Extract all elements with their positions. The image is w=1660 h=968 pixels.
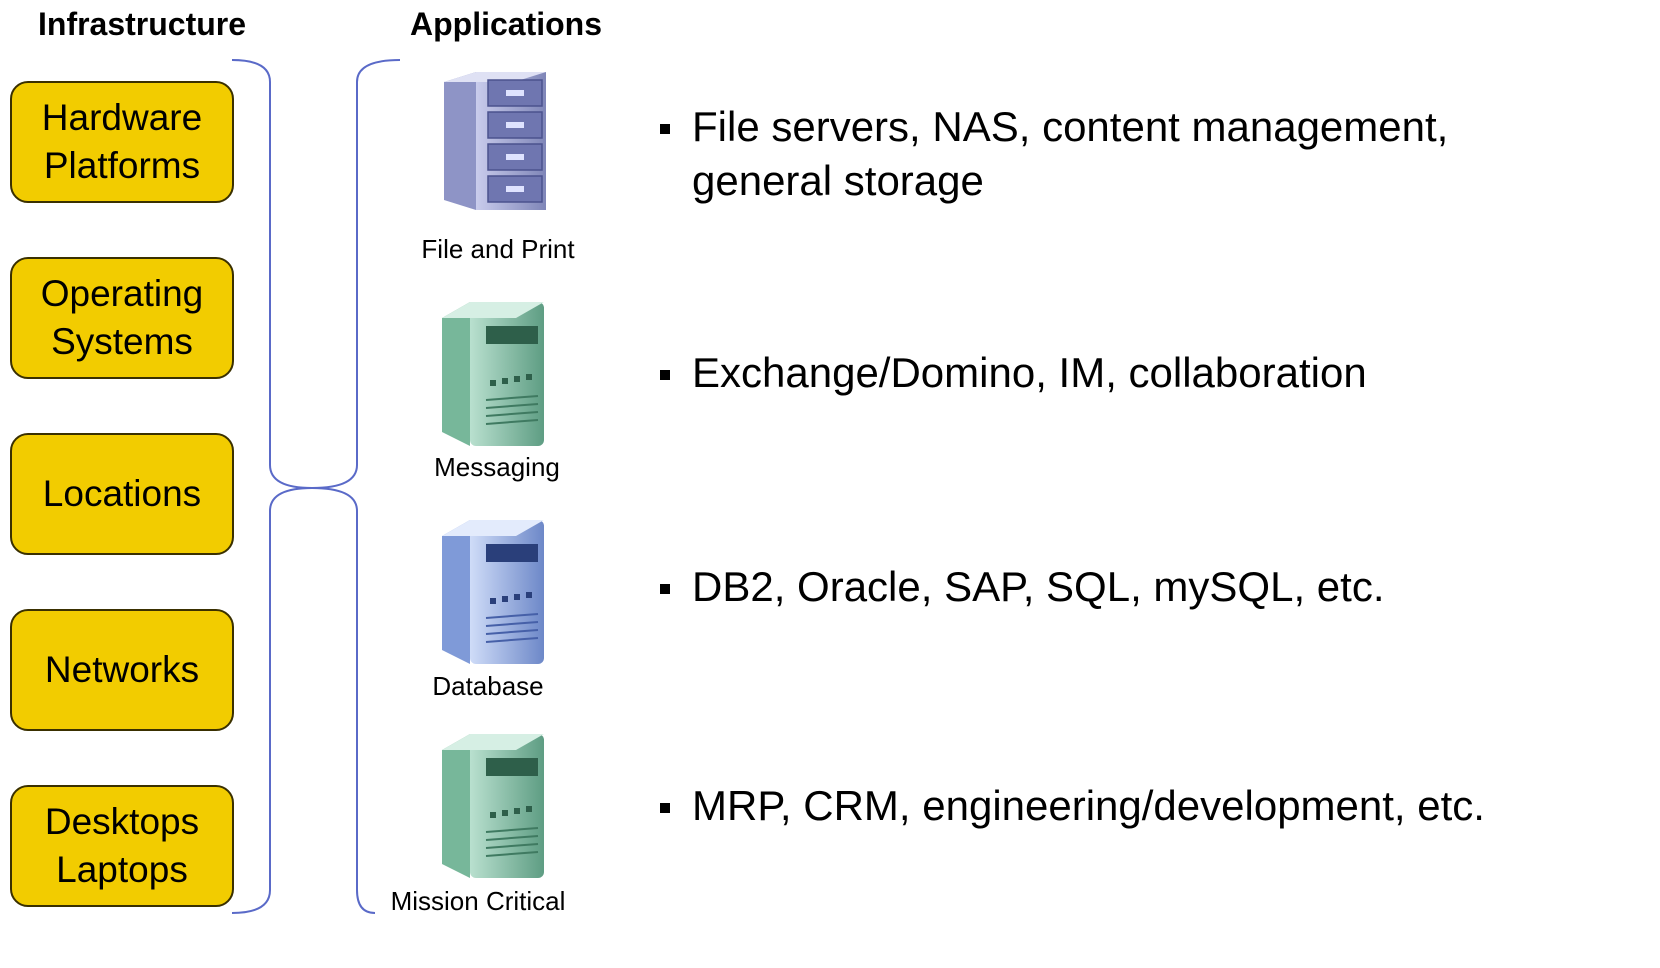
- bullet-database: DB2, Oracle, SAP, SQL, mySQL, etc.: [660, 560, 1385, 614]
- applications-header: Applications: [410, 6, 603, 42]
- infra-box-line: Laptops: [56, 849, 188, 890]
- bullet-text: general storage: [692, 157, 984, 204]
- bullet-marker: [660, 803, 670, 813]
- bullet-text: File servers, NAS, content management,: [692, 103, 1449, 150]
- server-tower-icon: [442, 302, 544, 446]
- infra-box-line: Networks: [44, 649, 200, 690]
- server-tower-icon: [442, 520, 544, 664]
- app-label-mission-critical: Mission Critical: [390, 886, 566, 916]
- infra-box-line: Desktops: [44, 801, 200, 842]
- bullet-text: Exchange/Domino, IM, collaboration: [692, 349, 1367, 396]
- infrastructure-header: Infrastructure: [38, 6, 247, 42]
- bullet-mission-critical: MRP, CRM, engineering/development, etc.: [660, 779, 1485, 833]
- app-label-database: Database: [432, 671, 544, 701]
- server-tower-icon: [442, 734, 544, 878]
- infra-brace: [231, 59, 313, 914]
- bullet-file-and-print: File servers, NAS, content management, g…: [660, 100, 1448, 208]
- file-cabinet-server-icon: [444, 72, 546, 210]
- infra-box-line: Operating: [40, 273, 204, 314]
- app-label-messaging: Messaging: [434, 452, 560, 482]
- bullet-marker: [660, 584, 670, 594]
- infra-box-locations: Locations: [10, 433, 234, 555]
- app-label-file-and-print: File and Print: [421, 234, 575, 264]
- infra-box-line: Platforms: [43, 145, 201, 186]
- bullet-marker: [660, 370, 670, 380]
- infra-box-line: Hardware: [41, 97, 203, 138]
- infra-box-line: Systems: [51, 321, 193, 362]
- apps-brace-upper: [311, 59, 401, 489]
- bullet-text: DB2, Oracle, SAP, SQL, mySQL, etc.: [692, 563, 1385, 610]
- bullet-messaging: Exchange/Domino, IM, collaboration: [660, 346, 1367, 400]
- apps-brace-lower: [311, 487, 376, 914]
- bullet-text: MRP, CRM, engineering/development, etc.: [692, 782, 1485, 829]
- infra-box-networks: Networks: [10, 609, 234, 731]
- infra-box-line: Locations: [42, 473, 202, 514]
- bullet-marker: [660, 124, 670, 134]
